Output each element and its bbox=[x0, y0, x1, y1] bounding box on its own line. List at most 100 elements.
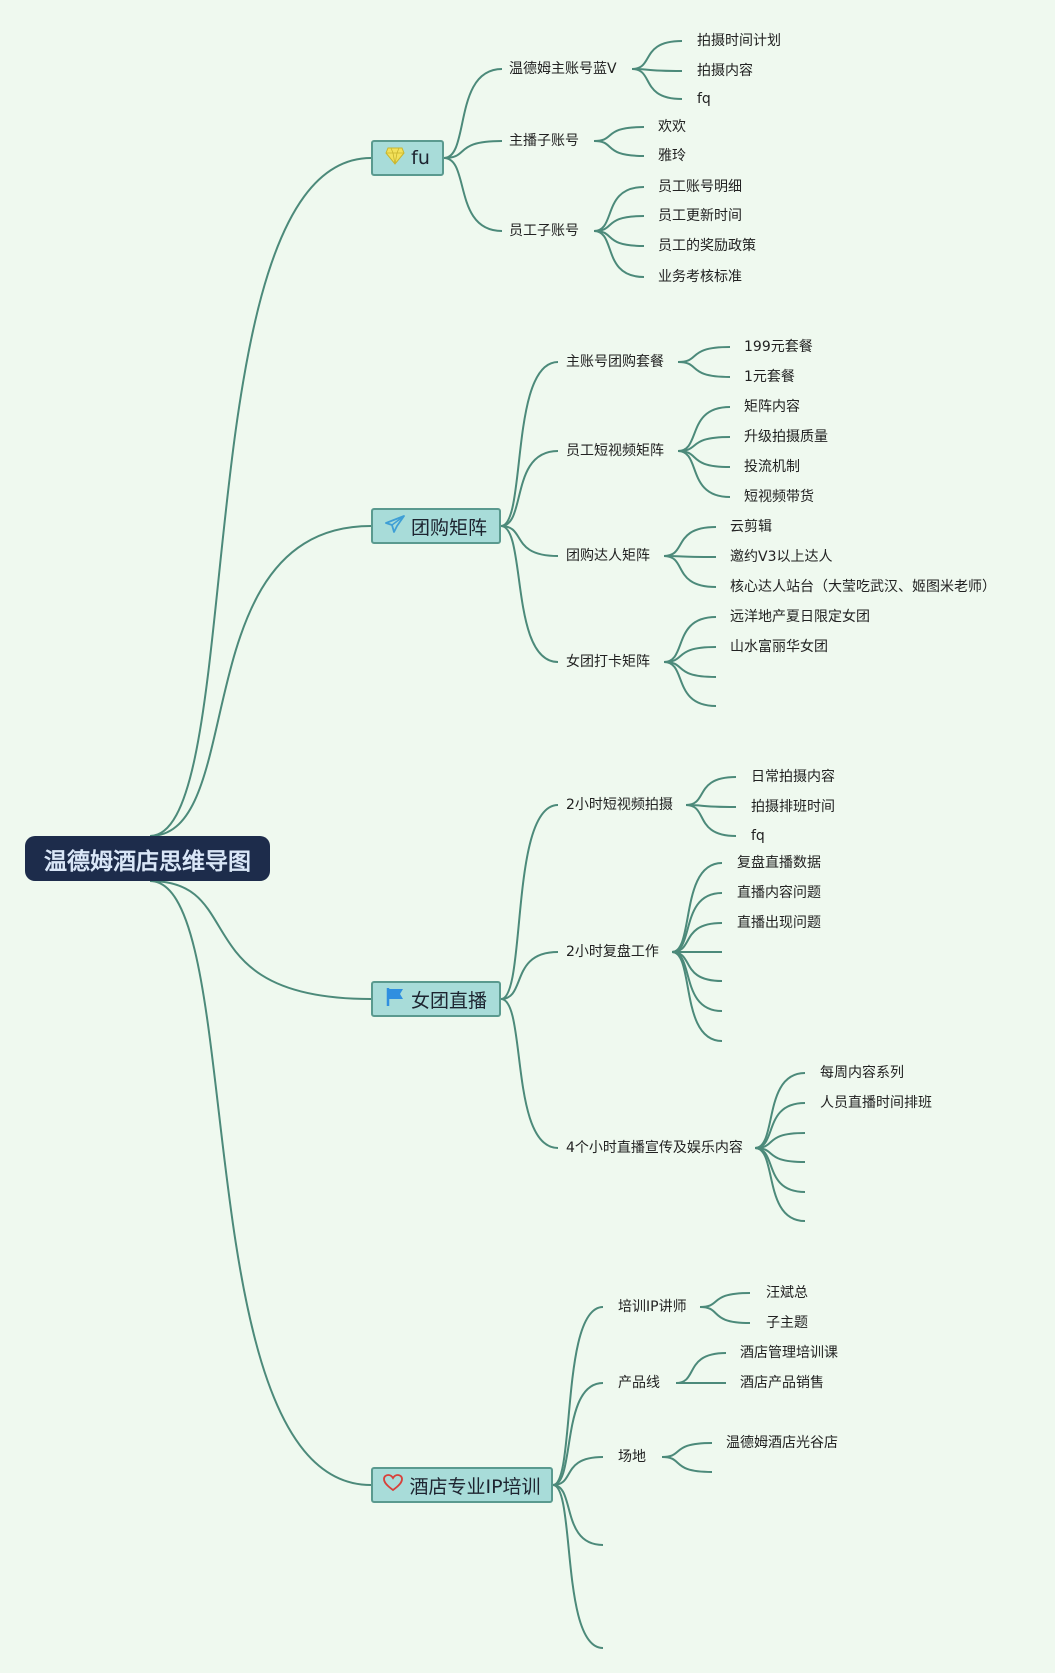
leaf-item[interactable]: 矩阵内容 bbox=[744, 399, 800, 415]
branch-label: 酒店专业IP培训 bbox=[409, 1475, 541, 1498]
subtopic-live-promo[interactable]: 4个小时直播宣传及娱乐内容 bbox=[566, 1140, 743, 1156]
leaf-item[interactable]: 员工更新时间 bbox=[658, 208, 742, 224]
connector-line bbox=[443, 157, 503, 232]
connector-line bbox=[663, 555, 717, 588]
connector-line bbox=[500, 998, 559, 1149]
leaf-item[interactable]: 山水富丽华女团 bbox=[730, 639, 828, 655]
subtopic-staff-video-matrix[interactable]: 员工短视频矩阵 bbox=[566, 443, 664, 459]
connector-line bbox=[671, 892, 723, 953]
paper-plane-icon bbox=[385, 514, 405, 538]
subtopic-checkin-matrix[interactable]: 女团打卡矩阵 bbox=[566, 654, 650, 670]
leaf-item[interactable]: 升级拍摄质量 bbox=[744, 429, 828, 445]
branch-group-buy-matrix[interactable]: 团购矩阵 bbox=[371, 508, 501, 544]
leaf-item[interactable]: 199元套餐 bbox=[744, 339, 813, 355]
connector-line bbox=[149, 157, 372, 837]
leaf-item[interactable]: 邀约V3以上达人 bbox=[730, 549, 833, 565]
subtopic-main-group-buy[interactable]: 主账号团购套餐 bbox=[566, 354, 664, 370]
leaf-item[interactable]: 1元套餐 bbox=[744, 369, 795, 385]
leaf-item[interactable]: 直播内容问题 bbox=[737, 885, 821, 901]
flag-icon bbox=[385, 987, 405, 1012]
connector-line bbox=[754, 1102, 806, 1149]
connector-line bbox=[500, 525, 559, 663]
leaf-item[interactable]: 远洋地产夏日限定女团 bbox=[730, 609, 870, 625]
connector-line bbox=[552, 1306, 604, 1486]
leaf-item[interactable]: 云剪辑 bbox=[730, 519, 772, 535]
leaf-item[interactable]: 员工账号明细 bbox=[658, 179, 742, 195]
leaf-item[interactable]: 酒店产品销售 bbox=[740, 1375, 824, 1391]
leaf-item[interactable]: 子主题 bbox=[766, 1315, 808, 1331]
root-title: 温德姆酒店思维导图 bbox=[44, 848, 251, 875]
connector-line bbox=[593, 186, 645, 232]
connector-line bbox=[500, 525, 559, 557]
connector-line bbox=[500, 804, 559, 1000]
leaf-item[interactable]: fq bbox=[751, 828, 765, 844]
subtopic-venue[interactable]: 场地 bbox=[618, 1449, 646, 1465]
connector-line bbox=[671, 862, 723, 953]
branch-girl-group-live[interactable]: 女团直播 bbox=[371, 981, 501, 1017]
branch-label: fu bbox=[411, 147, 430, 169]
subtopic-review-work[interactable]: 2小时复盘工作 bbox=[566, 944, 659, 960]
subtopic-video-shoot[interactable]: 2小时短视频拍摄 bbox=[566, 797, 673, 813]
subtopic-main-account[interactable]: 温德姆主账号蓝V bbox=[509, 61, 617, 77]
connector-line bbox=[631, 40, 683, 70]
connector-line bbox=[754, 1072, 806, 1149]
leaf-item[interactable]: 员工的奖励政策 bbox=[658, 238, 756, 254]
connector-line bbox=[552, 1484, 604, 1649]
connector-line bbox=[677, 406, 731, 452]
connector-line bbox=[671, 951, 723, 1042]
leaf-item[interactable]: 核心达人站台（大莹吃武汉、姬图米老师） bbox=[730, 579, 996, 595]
branch-fu[interactable]: fu bbox=[371, 140, 444, 176]
subtopic-ip-lecturer[interactable]: 培训IP讲师 bbox=[618, 1299, 687, 1315]
leaf-item[interactable]: fq bbox=[697, 91, 711, 107]
connector-line bbox=[663, 526, 717, 557]
connector-line bbox=[699, 1306, 751, 1324]
connector-line bbox=[500, 450, 559, 527]
leaf-item[interactable]: 日常拍摄内容 bbox=[751, 769, 835, 785]
connector-line bbox=[593, 126, 645, 142]
leaf-item[interactable]: 复盘直播数据 bbox=[737, 855, 821, 871]
connector-line bbox=[754, 1147, 806, 1193]
connector-line bbox=[677, 361, 731, 378]
leaf-item[interactable]: 拍摄排班时间 bbox=[751, 799, 835, 815]
connector-line bbox=[593, 140, 645, 157]
leaf-item[interactable]: 温德姆酒店光谷店 bbox=[726, 1435, 838, 1451]
connector-line bbox=[552, 1456, 604, 1486]
connector-line bbox=[149, 880, 372, 1000]
connector-line bbox=[661, 1456, 713, 1473]
leaf-item[interactable]: 雅玲 bbox=[658, 148, 686, 164]
connector-line bbox=[677, 450, 731, 498]
branch-hotel-ip-training[interactable]: 酒店专业IP培训 bbox=[371, 1467, 553, 1503]
heart-icon bbox=[383, 1473, 404, 1497]
leaf-item[interactable]: 拍摄内容 bbox=[697, 63, 753, 79]
connector-line bbox=[675, 1352, 727, 1384]
connector-line bbox=[663, 616, 717, 663]
connector-line bbox=[677, 346, 731, 363]
root-node[interactable]: 温德姆酒店思维导图 bbox=[25, 836, 270, 881]
connector-line bbox=[443, 68, 503, 159]
leaf-item[interactable]: 欢欢 bbox=[658, 119, 686, 135]
connector-line bbox=[631, 68, 683, 100]
subtopic-product-line[interactable]: 产品线 bbox=[618, 1375, 660, 1391]
branch-label: 女团直播 bbox=[410, 989, 487, 1012]
leaf-item[interactable]: 直播出现问题 bbox=[737, 915, 821, 931]
leaf-item[interactable]: 短视频带货 bbox=[744, 489, 814, 505]
leaf-item[interactable]: 业务考核标准 bbox=[658, 269, 742, 285]
leaf-item[interactable]: 每周内容系列 bbox=[820, 1065, 904, 1081]
connector-line bbox=[699, 1292, 751, 1308]
connector-line bbox=[500, 951, 559, 1000]
connector-line bbox=[685, 776, 737, 806]
leaf-item[interactable]: 汪斌总 bbox=[766, 1285, 808, 1301]
subtopic-anchor-accounts[interactable]: 主播子账号 bbox=[509, 133, 579, 149]
connector-line bbox=[500, 361, 559, 527]
diamond-icon bbox=[385, 147, 405, 170]
leaf-item[interactable]: 拍摄时间计划 bbox=[697, 33, 781, 49]
subtopic-influencer-matrix[interactable]: 团购达人矩阵 bbox=[566, 548, 650, 564]
connector-line bbox=[443, 140, 503, 159]
branch-label: 团购矩阵 bbox=[410, 516, 487, 539]
subtopic-staff-accounts[interactable]: 员工子账号 bbox=[509, 223, 579, 239]
leaf-item[interactable]: 人员直播时间排班 bbox=[820, 1095, 932, 1111]
leaf-item[interactable]: 酒店管理培训课 bbox=[740, 1345, 838, 1361]
connector-line bbox=[552, 1484, 604, 1546]
leaf-item[interactable]: 投流机制 bbox=[744, 459, 800, 475]
